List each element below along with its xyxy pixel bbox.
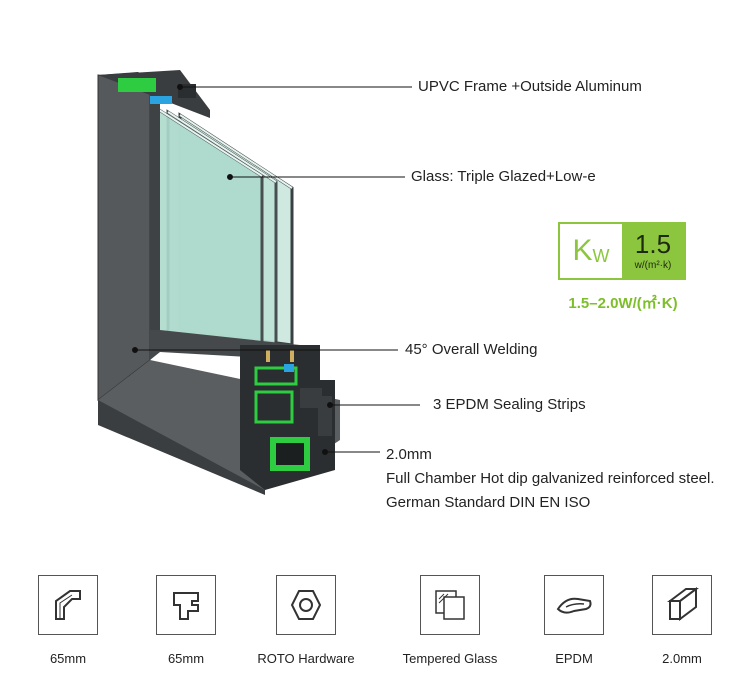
steel-description: Full Chamber Hot dip galvanized reinforc… xyxy=(386,470,715,487)
feature-label: 65mm xyxy=(49,651,87,666)
sash-profile-icon xyxy=(156,575,216,635)
steel-standard: German Standard DIN EN ISO xyxy=(386,494,591,511)
kw-unit: w/(m²·k) xyxy=(634,260,672,271)
feature-label: ROTO Hardware xyxy=(257,651,355,666)
feature-roto: ROTO Hardware xyxy=(246,575,366,666)
kw-range: 1.5–2.0W/(㎡·K) xyxy=(568,295,678,312)
sealing-callout: 3 EPDM Sealing Strips xyxy=(433,396,586,413)
welding-callout: 45° Overall Welding xyxy=(405,341,538,358)
steel-thickness: 2.0mm xyxy=(386,446,432,463)
feature-label: EPDM xyxy=(555,651,593,666)
sealing-strip-icon xyxy=(544,575,604,635)
feature-steel: 2.0mm xyxy=(622,575,742,666)
feature-sash-65: 65mm xyxy=(126,575,246,666)
top-profile-section xyxy=(98,70,210,118)
glass-callout: Glass: Triple Glazed+Low-e xyxy=(411,168,596,185)
hex-nut-icon xyxy=(276,575,336,635)
callout-lines xyxy=(132,84,420,455)
feature-epdm: EPDM xyxy=(514,575,634,666)
kw-value-box: 1.5 w/(m²·k) xyxy=(622,224,684,278)
steel-callout: 2.0mm Full Chamber Hot dip galvanized re… xyxy=(386,443,715,515)
frame-callout: UPVC Frame +Outside Aluminum xyxy=(418,78,642,95)
window-section-diagram xyxy=(97,70,420,495)
feature-frame-65: 65mm xyxy=(8,575,128,666)
feature-label: 65mm xyxy=(167,651,205,666)
steel-bar-icon xyxy=(652,575,712,635)
glass-pane-icon xyxy=(420,575,480,635)
feature-label: Tempered Glass xyxy=(402,651,498,666)
feature-label: 2.0mm xyxy=(662,651,702,666)
bottom-profile-section xyxy=(240,345,335,490)
feature-glass: Tempered Glass xyxy=(390,575,510,666)
kw-value: 1.5 xyxy=(634,229,672,259)
triple-glass-panes xyxy=(154,105,294,352)
frame-profile-icon xyxy=(38,575,98,635)
